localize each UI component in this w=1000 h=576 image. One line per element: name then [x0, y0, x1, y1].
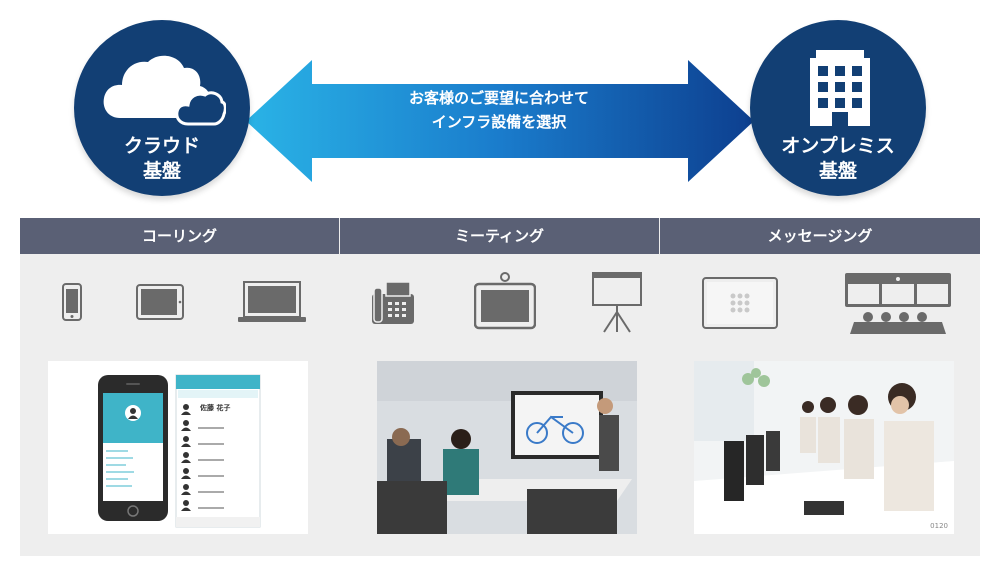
desk-phone-icon: [372, 282, 414, 324]
contact-list: [181, 404, 191, 511]
category-header-messaging: メッセージング: [660, 218, 980, 254]
category-header-calling: コーリング: [20, 218, 339, 254]
category-header-meeting: ミーティング: [340, 218, 659, 254]
telepresence-room-icon: [845, 273, 951, 334]
double-arrow: [246, 60, 754, 182]
laptop-icon: [238, 281, 306, 322]
contact-name: 佐藤 花子: [200, 404, 231, 412]
on-premise-label-line2: 基盤: [818, 160, 857, 182]
video-endpoint-icon: [474, 272, 536, 330]
smartphone-icon: [62, 283, 82, 321]
cloud-label-line2: 基盤: [142, 160, 181, 182]
whiteboard-icon: [592, 272, 642, 333]
arrow-text-line1: お客様のご要望に合わせて: [408, 89, 589, 107]
tablet-icon: [136, 284, 184, 320]
cloud-infrastructure-circle: クラウド 基盤: [74, 20, 250, 196]
on-premise-label-line1: オンプレミス: [781, 135, 895, 157]
arrow-text-line2: インフラ設備を選択: [431, 113, 567, 131]
photo-code: 0120: [930, 522, 948, 530]
call-center-photo: 0120: [694, 361, 954, 534]
calling-app-photo: 佐藤 花子: [48, 361, 308, 534]
cloud-icon: [103, 55, 226, 126]
on-premise-infrastructure-circle: オンプレミス 基盤: [750, 20, 926, 196]
webex-board-icon: [702, 277, 778, 329]
meeting-room-photo: [377, 361, 637, 534]
building-icon: [810, 50, 870, 126]
cloud-label-line1: クラウド: [123, 135, 200, 157]
